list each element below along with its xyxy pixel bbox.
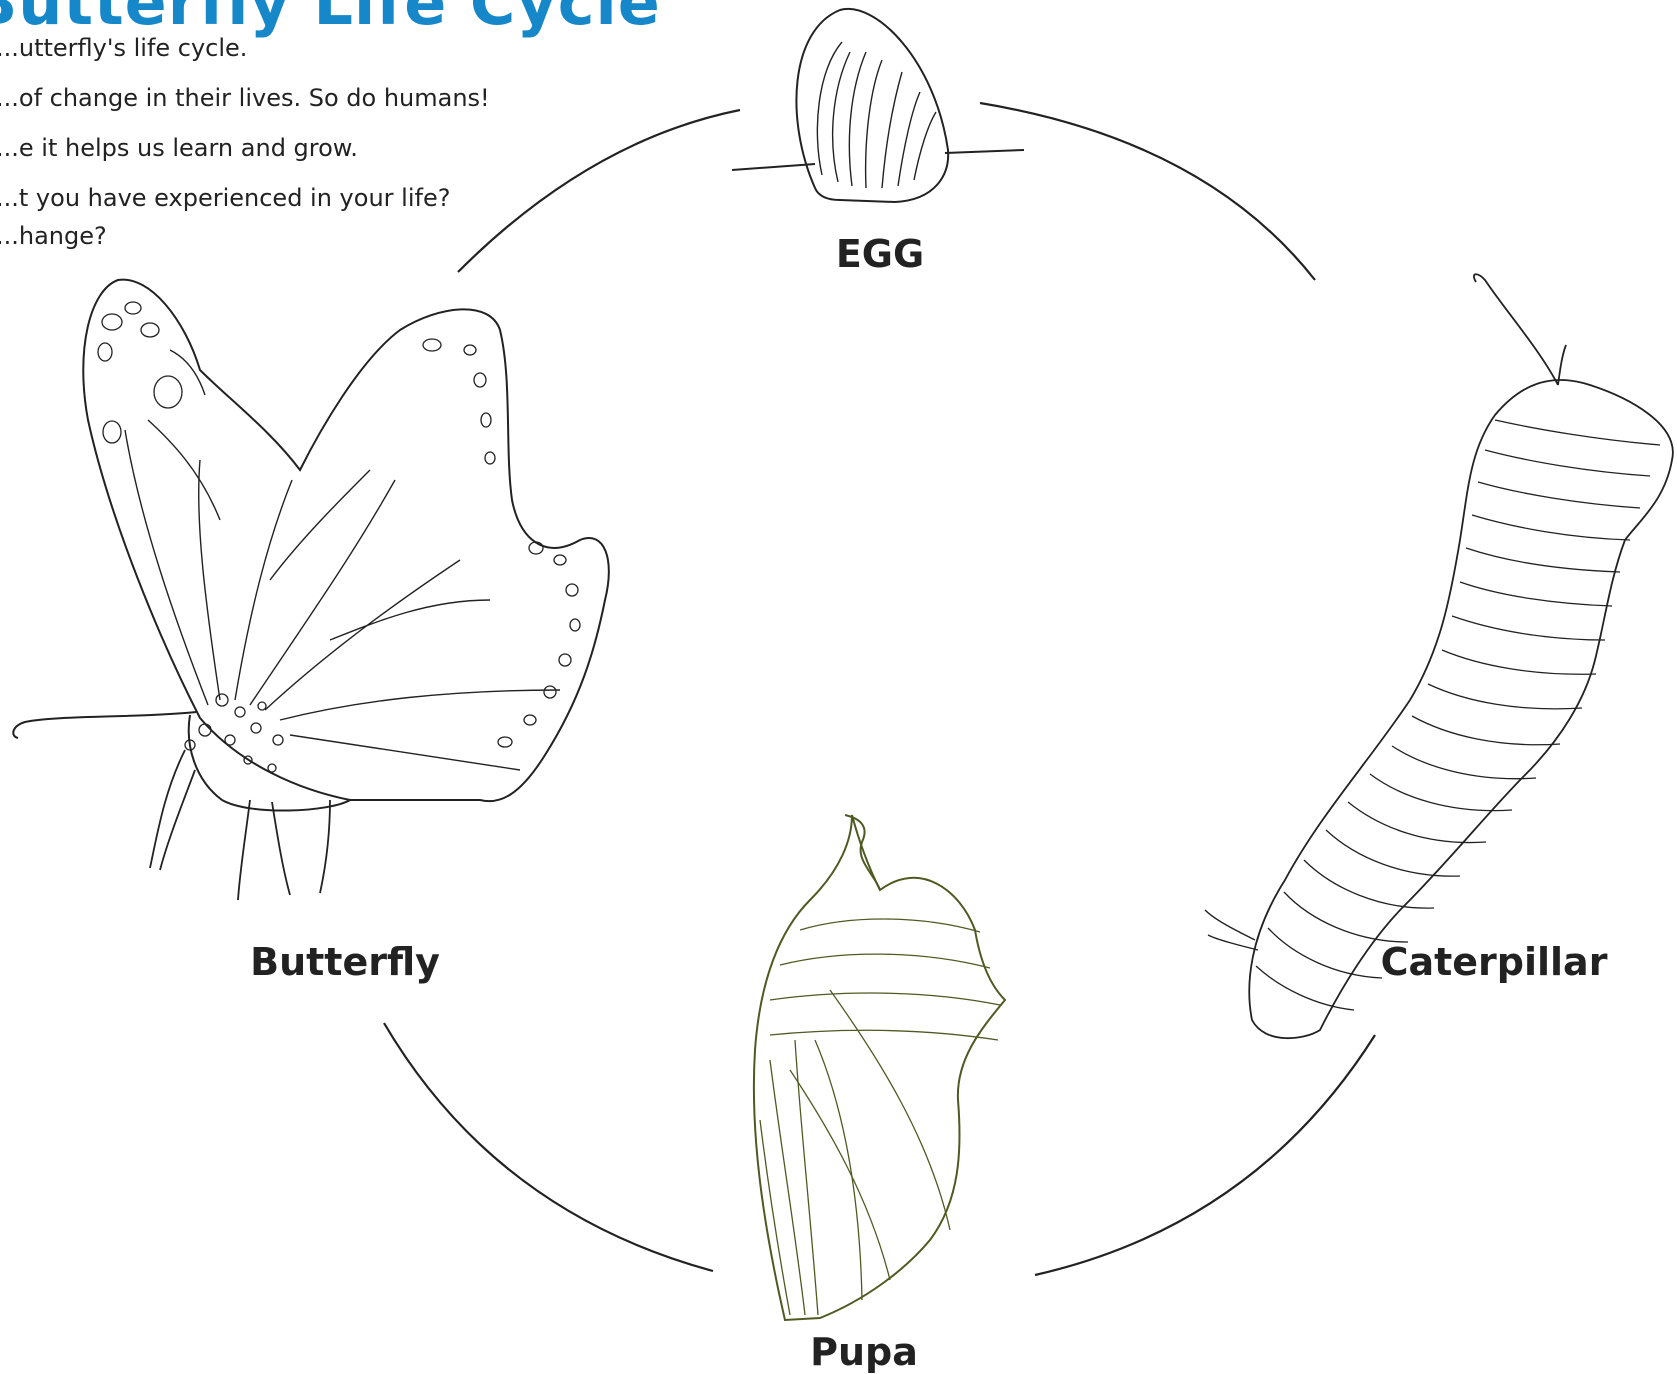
butterfly-icon bbox=[13, 280, 609, 900]
arc-butterfly-to-egg bbox=[458, 110, 740, 272]
stage-label-caterpillar: Caterpillar bbox=[1381, 940, 1608, 984]
pupa-icon bbox=[754, 815, 1005, 1320]
arc-pupa-to-butterfly bbox=[384, 1023, 713, 1271]
stage-label-pupa: Pupa bbox=[810, 1330, 918, 1374]
egg-stem-right bbox=[945, 150, 1024, 153]
caterpillar-icon bbox=[1205, 274, 1673, 1038]
egg-icon bbox=[732, 9, 1024, 202]
stage-label-egg: EGG bbox=[836, 232, 924, 276]
arc-egg-to-caterpillar bbox=[980, 103, 1315, 280]
caterpillar-tentacle-front bbox=[1474, 274, 1558, 385]
caterpillar-rear-tentacle-1 bbox=[1205, 910, 1255, 940]
egg-stem-left bbox=[732, 164, 815, 170]
butterfly-wing-outline bbox=[83, 280, 609, 802]
stage-label-butterfly: Butterfly bbox=[250, 940, 440, 984]
cycle-arcs bbox=[384, 103, 1375, 1275]
caterpillar-tentacle-back bbox=[1558, 345, 1566, 385]
butterfly-legs bbox=[150, 750, 330, 900]
arc-caterpillar-to-pupa bbox=[1035, 1035, 1375, 1275]
butterfly-antenna bbox=[13, 712, 196, 738]
butterfly-spots bbox=[98, 302, 580, 772]
butterfly-body bbox=[189, 715, 350, 811]
